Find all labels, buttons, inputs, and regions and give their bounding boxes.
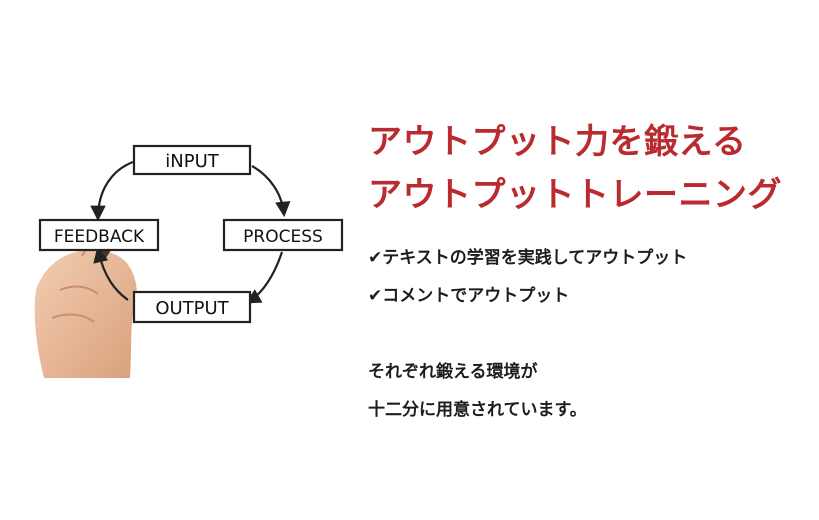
arrow-process-to-output (245, 251, 284, 304)
node-process-label: PROCESS (243, 227, 323, 247)
feedback-cycle-diagram: iNPUT PROCESS FEEDBACK OUTPUT (30, 140, 350, 380)
node-process: PROCESS (222, 218, 344, 252)
spacer (368, 320, 808, 358)
node-feedback: FEEDBACK (38, 218, 160, 252)
headline-line-1: アウトプット力を鍛える (368, 122, 747, 162)
node-output: OUTPUT (132, 290, 252, 324)
paragraph-line-2: 十二分に用意されています。 (368, 400, 587, 420)
bullet-practice: ✔テキストの学習を実践してアウトプット (368, 248, 688, 268)
bullet-comment: ✔コメントでアウトプット (368, 286, 570, 306)
headline-line-2: アウトプットトレーニング (368, 175, 782, 215)
node-feedback-label: FEEDBACK (54, 227, 145, 247)
cycle-illustration: iNPUT PROCESS FEEDBACK OUTPUT (34, 144, 344, 378)
node-input: iNPUT (132, 144, 252, 176)
node-input-label: iNPUT (165, 151, 219, 172)
arrow-input-to-process (251, 165, 291, 218)
arrow-feedback-to-input (90, 160, 134, 222)
headline: アウトプット力を鍛える アウトプットトレーニング (368, 116, 808, 222)
node-output-label: OUTPUT (155, 298, 229, 319)
paragraph-line-1: それぞれ鍛える環境が (368, 362, 538, 382)
description: ✔テキストの学習を実践してアウトプット ✔コメントでアウトプット それぞれ鍛える… (368, 244, 808, 434)
hand-illustration (34, 230, 137, 378)
arrow-output-to-feedback (93, 246, 129, 301)
